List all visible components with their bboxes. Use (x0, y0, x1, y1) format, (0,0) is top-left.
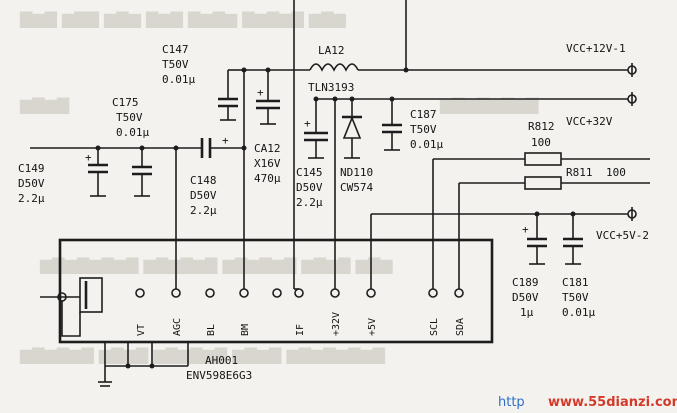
svg-text:+: + (257, 86, 264, 99)
c148-ref: C148 (190, 174, 217, 187)
pin-label-if: IF (295, 324, 306, 336)
pin-label-32v: +32V (331, 312, 342, 336)
la12-ref: LA12 (318, 44, 345, 57)
svg-text:+: + (522, 223, 529, 236)
vcc5-label: VCC+5V-2 (596, 229, 649, 242)
pin-label-scl: SCL (429, 318, 440, 336)
c189-value: 1μ (520, 306, 534, 319)
tuner-module: VT AGC BL BM IF +32V +5V SCL SDA AH001 E… (40, 238, 494, 387)
r811-ref: R811 (566, 166, 593, 179)
nd110-value: CW574 (340, 181, 373, 194)
c148-rating: D50V (190, 189, 217, 202)
c175-rating: T50V (116, 111, 143, 124)
left-bypass-caps: + (30, 145, 179, 289)
vcc32-rail: + (304, 92, 637, 289)
r812-value: 100 (531, 136, 551, 149)
i2c-resistors (432, 152, 650, 289)
nd110-ref: ND110 (340, 166, 373, 179)
module-body (58, 238, 494, 344)
r811-value: 100 (606, 166, 626, 179)
module-ground-bus (98, 342, 189, 387)
c145-value: 2.2μ (296, 196, 323, 209)
c149-ref: C149 (18, 162, 45, 175)
pin-label-sda: SDA (455, 318, 466, 336)
c145-rating: D50V (296, 181, 323, 194)
ca12-rating: X16V (254, 157, 281, 170)
ca12-ref: CA12 (254, 142, 281, 155)
pin-label-5v: +5V (367, 318, 378, 336)
svg-text:▆▇▆▇▆▇ ▆▇▆▇ ▆▇▆▇▆▇ ▆▇▆▇ ▆▇▆▇▆▇: ▆▇▆▇▆▇ ▆▇▆▇ ▆▇▆▇▆▇ ▆▇▆▇ ▆▇▆▇▆▇▆▇ (19, 345, 386, 364)
pin-label-bm: BM (240, 324, 251, 336)
c149-rating: D50V (18, 177, 45, 190)
vcc32-label: VCC+32V (566, 115, 613, 128)
bm-supply-caps: + + (176, 0, 407, 289)
c147-ref: C147 (162, 43, 189, 56)
c147-rating: T50V (162, 58, 189, 71)
watermark-site: www.55dianzi.com (548, 395, 677, 410)
svg-text:▆▇▆▇▆▇▆▇: ▆▇▆▇▆▇▆▇ (439, 95, 539, 114)
vcc12-terminal (627, 63, 637, 77)
c187-ref: C187 (410, 108, 437, 121)
c189-rating: D50V (512, 291, 539, 304)
svg-text:+: + (222, 134, 229, 147)
svg-text:▇▆▇ ▆▇▇ ▆▇▆ ▇▆▇ ▇▆▇▆ ▇▆▇▆▇ ▆▇▆: ▇▆▇ ▆▇▇ ▆▇▆ ▇▆▇ ▇▆▇▆ ▇▆▇▆▇ ▆▇▆ (19, 9, 347, 28)
c147-value: 0.01μ (162, 73, 195, 86)
pin-label-agc: AGC (172, 318, 183, 336)
module-pins (135, 288, 464, 298)
c187-rating: T50V (410, 123, 437, 136)
c175-ref: C175 (112, 96, 139, 109)
vcc12-label: VCC+12V-1 (566, 42, 626, 55)
c181-value: 0.01μ (562, 306, 595, 319)
svg-text:+: + (304, 117, 311, 130)
svg-text:▆▇▆▇▆▇▆▇ ▆▇▆▇▆▇ ▆▇▆▇▆▇ ▆▇▆▇ ▆▇: ▆▇▆▇▆▇▆▇ ▆▇▆▇▆▇ ▆▇▆▇▆▇ ▆▇▆▇ ▆▇▆ (39, 255, 393, 274)
c181-ref: C181 (562, 276, 589, 289)
module-ref: AH001 (205, 354, 238, 367)
antenna-connector (79, 277, 103, 313)
c187-value: 0.01μ (410, 138, 443, 151)
pin-label-bl: BL (206, 324, 217, 336)
c149-value: 2.2μ (18, 192, 45, 205)
c145-ref: C145 (296, 166, 323, 179)
r812-ref: R812 (528, 120, 555, 133)
c181-rating: T50V (562, 291, 589, 304)
svg-text:▆▇▆▇: ▆▇▆▇ (19, 95, 70, 114)
module-part-number: ENV598E6G3 (186, 369, 252, 382)
ca12-value: 470μ (254, 172, 281, 185)
c189-ref: C189 (512, 276, 539, 289)
la12-inductor (309, 63, 628, 73)
tln-ref: TLN3193 (308, 81, 354, 94)
svg-text:+: + (85, 151, 92, 164)
c148-value: 2.2μ (190, 204, 217, 217)
pin-label-vt: VT (136, 324, 147, 336)
watermark-prefix: http (498, 395, 525, 410)
c175-value: 0.01μ (116, 126, 149, 139)
background-bleed-through: ▇▆▇ ▆▇▇ ▆▇▆ ▇▆▇ ▇▆▇▆ ▇▆▇▆▇ ▆▇▆ ▆▇▆▇ ▆▇▆▇… (19, 9, 539, 364)
vcc5-rail: + (370, 207, 637, 289)
